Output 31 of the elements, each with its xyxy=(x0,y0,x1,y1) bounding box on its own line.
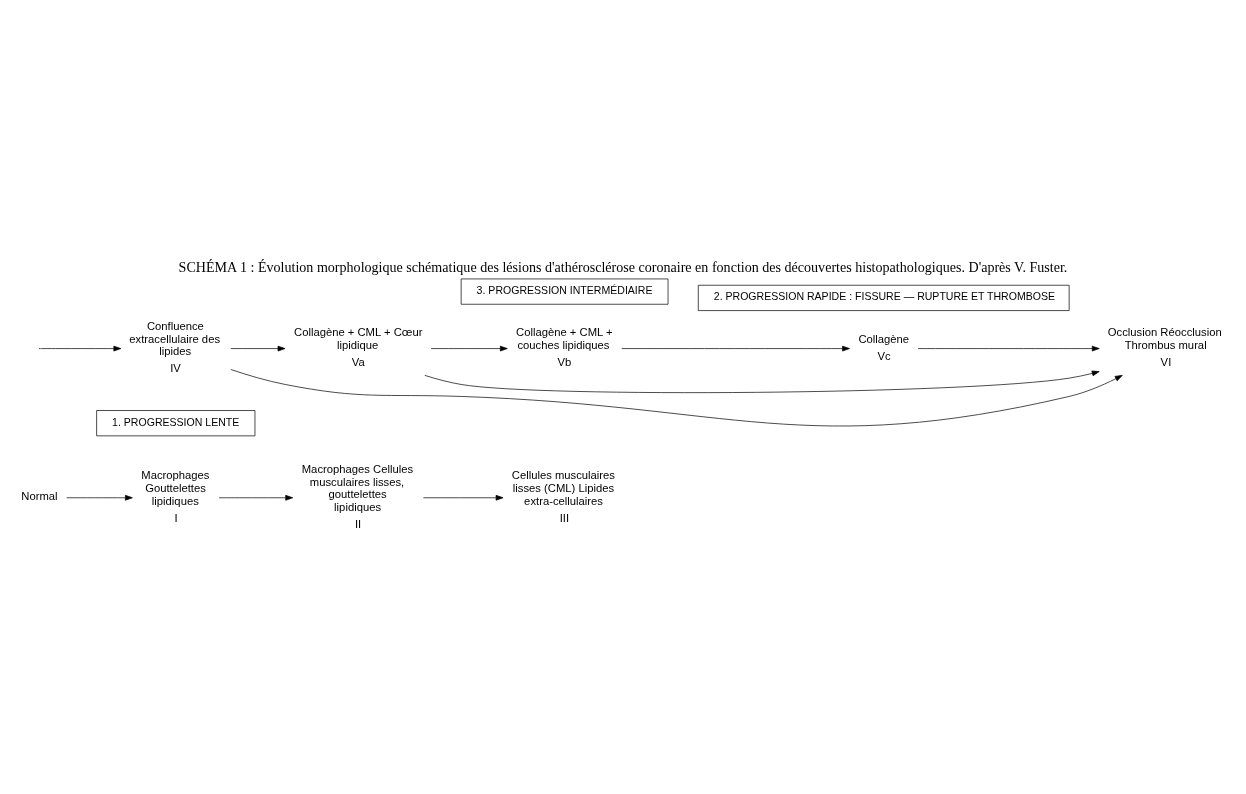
node-label: Collagène xyxy=(858,332,910,345)
node-label: Macrophages Gouttelettes lipidiques xyxy=(141,468,210,507)
arrow xyxy=(621,345,850,351)
arrow xyxy=(424,370,1100,393)
diagram-title: SCHÉMA 1 : Évolution morphologique schématique des lésions d'athérosclérose coronaire en fonction des découvertes histopathologiques. D'après V. Fuster. xyxy=(178,258,1068,275)
node-text: I xyxy=(174,511,178,524)
node-label: Macrophages Cellules musculaires lisses, gouttelettes lipidiques xyxy=(301,462,414,513)
node-box: 3. PROGRESSION INTERMÉDIAIRE xyxy=(460,278,669,305)
node-label: Cellules musculaires lisses (CML) Lipides extra-cellulaires xyxy=(511,468,615,507)
node-text: Vc xyxy=(877,349,891,362)
node-text: II xyxy=(354,517,362,530)
node-label: Collagène + CML + couches lipidiques xyxy=(516,325,613,351)
arrow xyxy=(230,368,1123,426)
arrow xyxy=(40,345,122,351)
node-text: IV xyxy=(170,361,181,374)
node-box: 1. PROGRESSION LENTE xyxy=(96,409,256,436)
node-text: Normal xyxy=(21,489,58,502)
node-text: III xyxy=(559,511,570,524)
node-box: 2. PROGRESSION RAPIDE : FISSURE — RUPTURE ET THROMBOSE xyxy=(697,284,1070,311)
arrow xyxy=(430,345,508,351)
node-label: Collagène + CML + Cœur lipidique xyxy=(294,325,423,351)
node-text: Va xyxy=(351,355,365,368)
node-text: Vb xyxy=(557,355,572,368)
node-label: Occlusion Réocclusion Thrombus mural xyxy=(1107,325,1222,351)
arrow xyxy=(218,494,294,501)
arrow xyxy=(917,345,1100,351)
arrow xyxy=(423,494,504,501)
node-label: Confluence extracellulaire des lipides xyxy=(129,319,221,357)
arrow xyxy=(230,345,286,351)
node-text: VI xyxy=(1160,355,1172,368)
arrow xyxy=(66,494,133,501)
